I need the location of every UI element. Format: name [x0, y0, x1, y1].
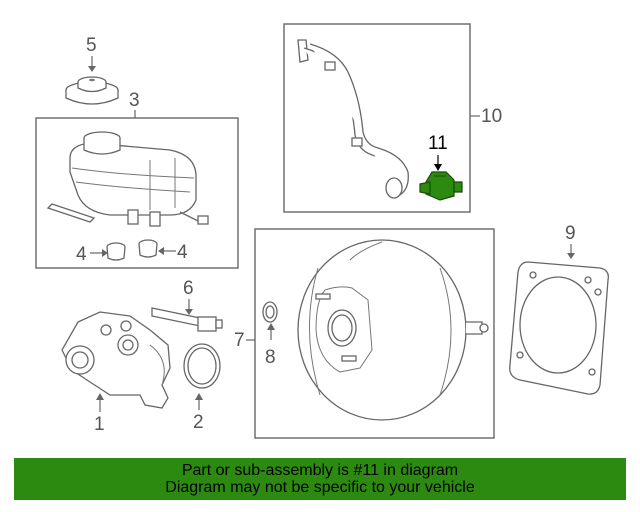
part-3-reservoir[interactable]	[46, 131, 209, 227]
callout-11: 11	[428, 133, 448, 154]
box-3	[35, 117, 239, 269]
callout-2: 2	[193, 412, 204, 433]
part-11-check-valve[interactable]: 11	[419, 133, 463, 201]
parts-diagram: 5 3 4 4 10	[35, 23, 609, 439]
callout-10: 10	[481, 106, 502, 127]
part-8-seal[interactable]: 8	[262, 301, 278, 368]
part-2-seal[interactable]: 2	[183, 343, 221, 433]
info-banner: Part or sub-assembly is #11 in diagram D…	[14, 458, 626, 500]
part-9-gasket[interactable]: 9	[509, 223, 609, 395]
box-10	[283, 23, 471, 213]
callout-5: 5	[86, 35, 97, 56]
part-4-grommet-left[interactable]: 4	[76, 242, 126, 265]
callout-6: 6	[183, 278, 194, 299]
callout-3: 3	[129, 90, 140, 111]
callout-4-left: 4	[76, 244, 87, 265]
callout-7: 7	[234, 330, 245, 351]
callout-4-right: 4	[177, 242, 188, 263]
part-6-sensor[interactable]: 6	[151, 278, 223, 332]
part-7-brake-booster[interactable]	[297, 239, 489, 421]
part-4-grommet-right[interactable]: 4	[138, 239, 188, 263]
banner-line-2: Diagram may not be specific to your vehi…	[165, 479, 475, 496]
part-1-master-cylinder[interactable]: 1	[61, 311, 171, 435]
box-7	[254, 228, 495, 439]
callout-1: 1	[94, 414, 105, 435]
banner-line-1: Part or sub-assembly is #11 in diagram	[181, 462, 459, 479]
part-5-reservoir-cap[interactable]: 5	[65, 35, 119, 105]
callout-9: 9	[565, 223, 576, 244]
callout-8: 8	[265, 347, 276, 368]
part-10-vacuum-hose[interactable]	[297, 39, 409, 199]
